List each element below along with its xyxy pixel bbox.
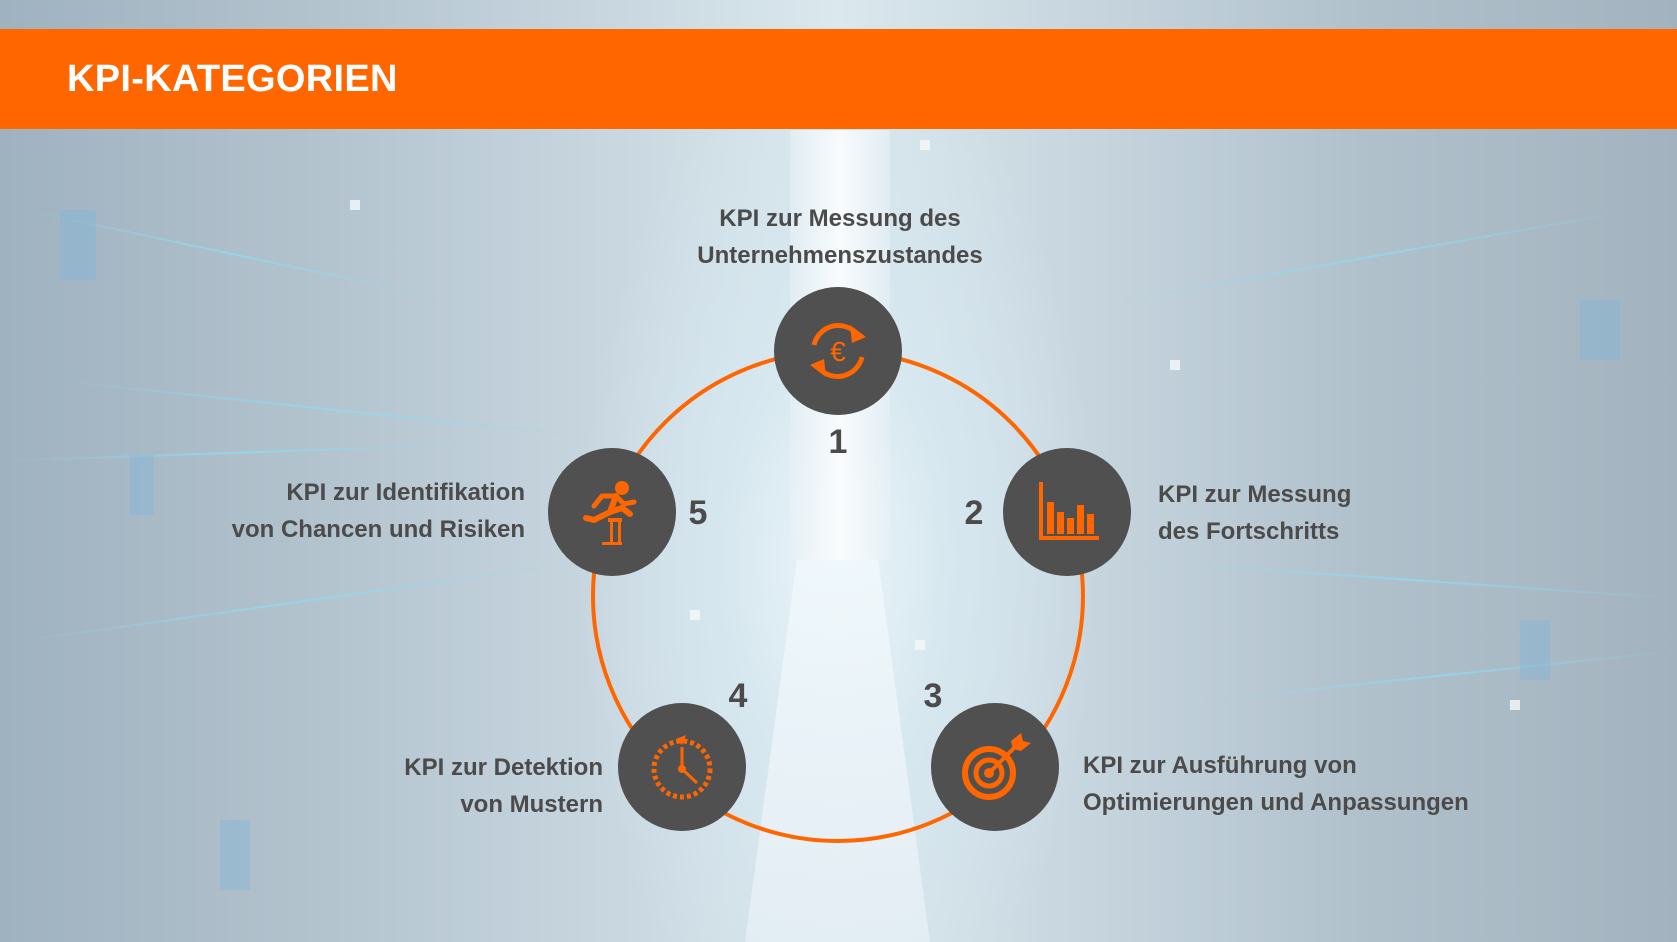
hurdle-runner-icon — [583, 481, 637, 545]
clock-icon — [651, 735, 713, 800]
category-label-5: KPI zur Identifikation von Chancen und R… — [180, 474, 525, 548]
category-label-4-line-2: von Mustern — [460, 791, 603, 818]
category-label-4: KPI zur Detektion von Mustern — [300, 749, 603, 823]
background-dot — [915, 640, 925, 650]
background-dot — [1170, 360, 1180, 370]
category-label-1-line-1: KPI zur Messung des — [719, 205, 961, 232]
category-label-2-line-1: KPI zur Messung — [1158, 481, 1352, 508]
category-label-3-line-2: Optimierungen und Anpassungen — [1083, 789, 1469, 816]
category-number-1: 1 — [828, 423, 848, 461]
category-label-3: KPI zur Ausführung von Optimierungen und… — [1083, 747, 1469, 821]
category-label-4-line-1: KPI zur Detektion — [404, 754, 603, 781]
background-dot — [920, 140, 930, 150]
category-label-5-line-1: KPI zur Identifikation — [286, 479, 525, 506]
header-bar — [0, 29, 1677, 129]
category-node-3[interactable] — [931, 703, 1059, 831]
category-number-3: 3 — [923, 677, 943, 715]
category-number-2: 2 — [964, 494, 984, 532]
background-panel — [1580, 300, 1620, 360]
category-label-2-line-2: des Fortschritts — [1158, 518, 1340, 545]
category-number-5: 5 — [688, 494, 708, 532]
category-number-4: 4 — [728, 677, 748, 715]
euro-exchange-icon: € — [810, 323, 866, 379]
category-node-4[interactable] — [618, 703, 746, 831]
bar-chart-icon — [1039, 482, 1099, 540]
category-node-2[interactable] — [1003, 448, 1131, 576]
background-panel — [220, 820, 250, 890]
background-panel — [130, 455, 154, 515]
category-label-1-line-2: Unternehmenszustandes — [697, 242, 983, 269]
category-node-1[interactable]: € — [774, 287, 902, 415]
background-dot — [350, 200, 360, 210]
target-arrow-icon — [962, 733, 1031, 800]
svg-text:€: € — [830, 336, 846, 367]
background-dot — [1510, 700, 1520, 710]
background-dot — [690, 610, 700, 620]
category-label-5-line-2: von Chancen und Risiken — [231, 516, 525, 543]
category-label-1: KPI zur Messung des Unternehmenszustande… — [640, 200, 1040, 274]
page-title: KPI-KATEGORIEN — [67, 58, 398, 100]
category-node-5[interactable] — [548, 448, 676, 576]
background-panel — [1520, 620, 1550, 680]
category-label-2: KPI zur Messung des Fortschritts — [1158, 476, 1351, 550]
background-panel — [60, 210, 96, 280]
category-label-3-line-1: KPI zur Ausführung von — [1083, 752, 1357, 779]
